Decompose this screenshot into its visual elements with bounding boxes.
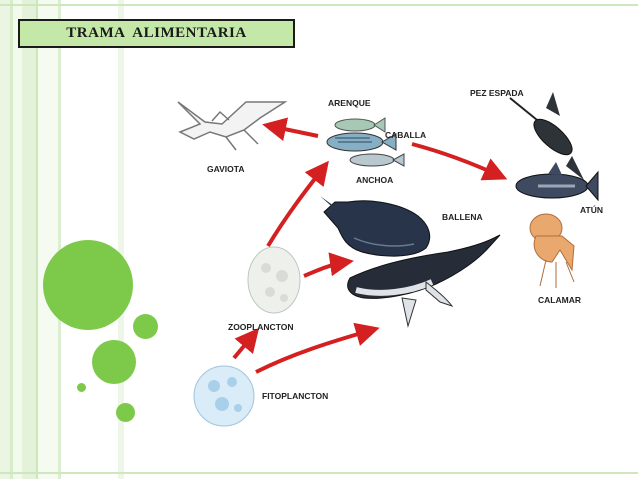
label-calamar: CALAMAR bbox=[538, 295, 581, 305]
label-fitoplancton: FITOPLANCTON bbox=[262, 391, 328, 401]
pez-espada-illustration bbox=[509, 92, 584, 180]
title-box: TRAMA ALIMENTARIA bbox=[18, 19, 295, 48]
decor-circle bbox=[43, 240, 133, 330]
label-atun: ATÚN bbox=[580, 204, 603, 215]
zooplancton-illustration bbox=[247, 246, 301, 314]
decor-circle bbox=[133, 314, 158, 339]
arrow-zooplancton-to-whales bbox=[303, 252, 354, 278]
decor-stripe bbox=[22, 0, 36, 479]
decor-stripe bbox=[10, 0, 13, 479]
decor-circle bbox=[116, 403, 135, 422]
arrow-fish-to-atun bbox=[411, 142, 508, 181]
page-title: TRAMA ALIMENTARIA bbox=[66, 25, 247, 41]
decor-line bbox=[0, 472, 638, 474]
calamar-illustration bbox=[529, 213, 575, 288]
decor-circle bbox=[77, 383, 86, 392]
decor-stripe bbox=[13, 0, 22, 479]
atun-illustration bbox=[515, 162, 599, 202]
decor-circle bbox=[92, 340, 136, 384]
label-caballa: CABALLA bbox=[385, 130, 426, 140]
anchoa-illustration bbox=[349, 153, 405, 167]
ballena-illustration bbox=[320, 196, 431, 257]
decor-stripe bbox=[118, 0, 124, 479]
food-web-arrows bbox=[232, 117, 508, 374]
arenque-illustration bbox=[334, 117, 386, 133]
label-pez-espada: PEZ ESPADA bbox=[470, 88, 524, 98]
label-arenque: ARENQUE bbox=[328, 98, 371, 108]
decor-stripe bbox=[38, 0, 58, 479]
label-gaviota: GAVIOTA bbox=[207, 164, 244, 174]
decor-stripe bbox=[58, 0, 61, 479]
arrow-fitoplancton-to-zooplancton bbox=[232, 327, 260, 360]
caballa-illustration bbox=[326, 132, 397, 152]
arrow-fitoplancton-to-whales bbox=[255, 322, 380, 374]
gaviota-illustration bbox=[177, 101, 288, 151]
arrow-zooplancton-to-fish bbox=[266, 160, 329, 248]
label-zooplancton: ZOOPLANCTON bbox=[228, 322, 293, 332]
humpback-whale-illustration bbox=[347, 234, 501, 328]
decor-stripe bbox=[0, 0, 10, 479]
arrow-fish-to-gaviota bbox=[262, 117, 319, 142]
fitoplancton-illustration bbox=[193, 365, 255, 427]
decor-line bbox=[0, 4, 638, 6]
decor-stripe bbox=[36, 0, 38, 479]
label-ballena: BALLENA bbox=[442, 212, 483, 222]
label-anchoa: ANCHOA bbox=[356, 175, 393, 185]
